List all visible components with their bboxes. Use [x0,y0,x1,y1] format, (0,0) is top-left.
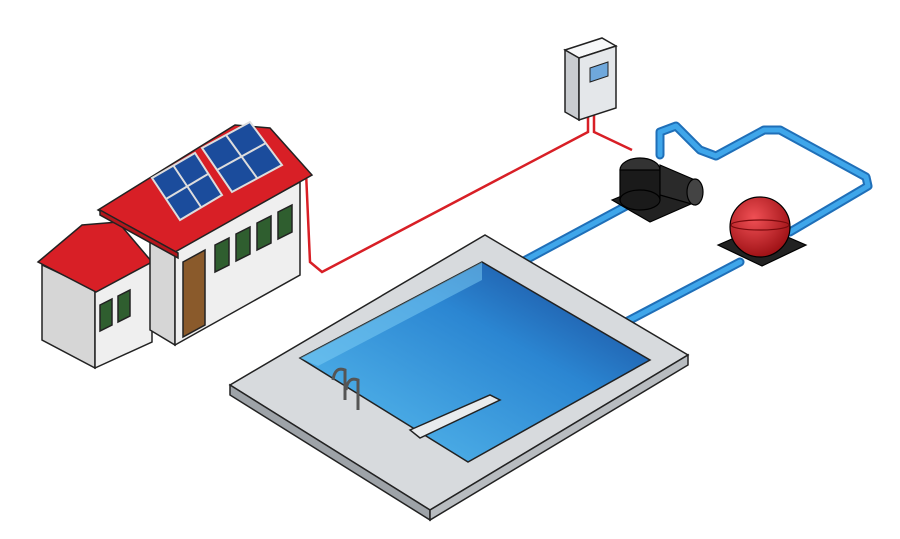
small-house [36,221,154,370]
electrical-wire [304,115,633,274]
swimming-pool [228,234,690,522]
pool-ladder [331,367,360,410]
diving-board [408,394,502,439]
door [182,248,206,339]
pool-pump [610,157,704,223]
sand-filter [716,196,808,267]
control-box [563,37,618,122]
solar-panels [150,120,284,222]
